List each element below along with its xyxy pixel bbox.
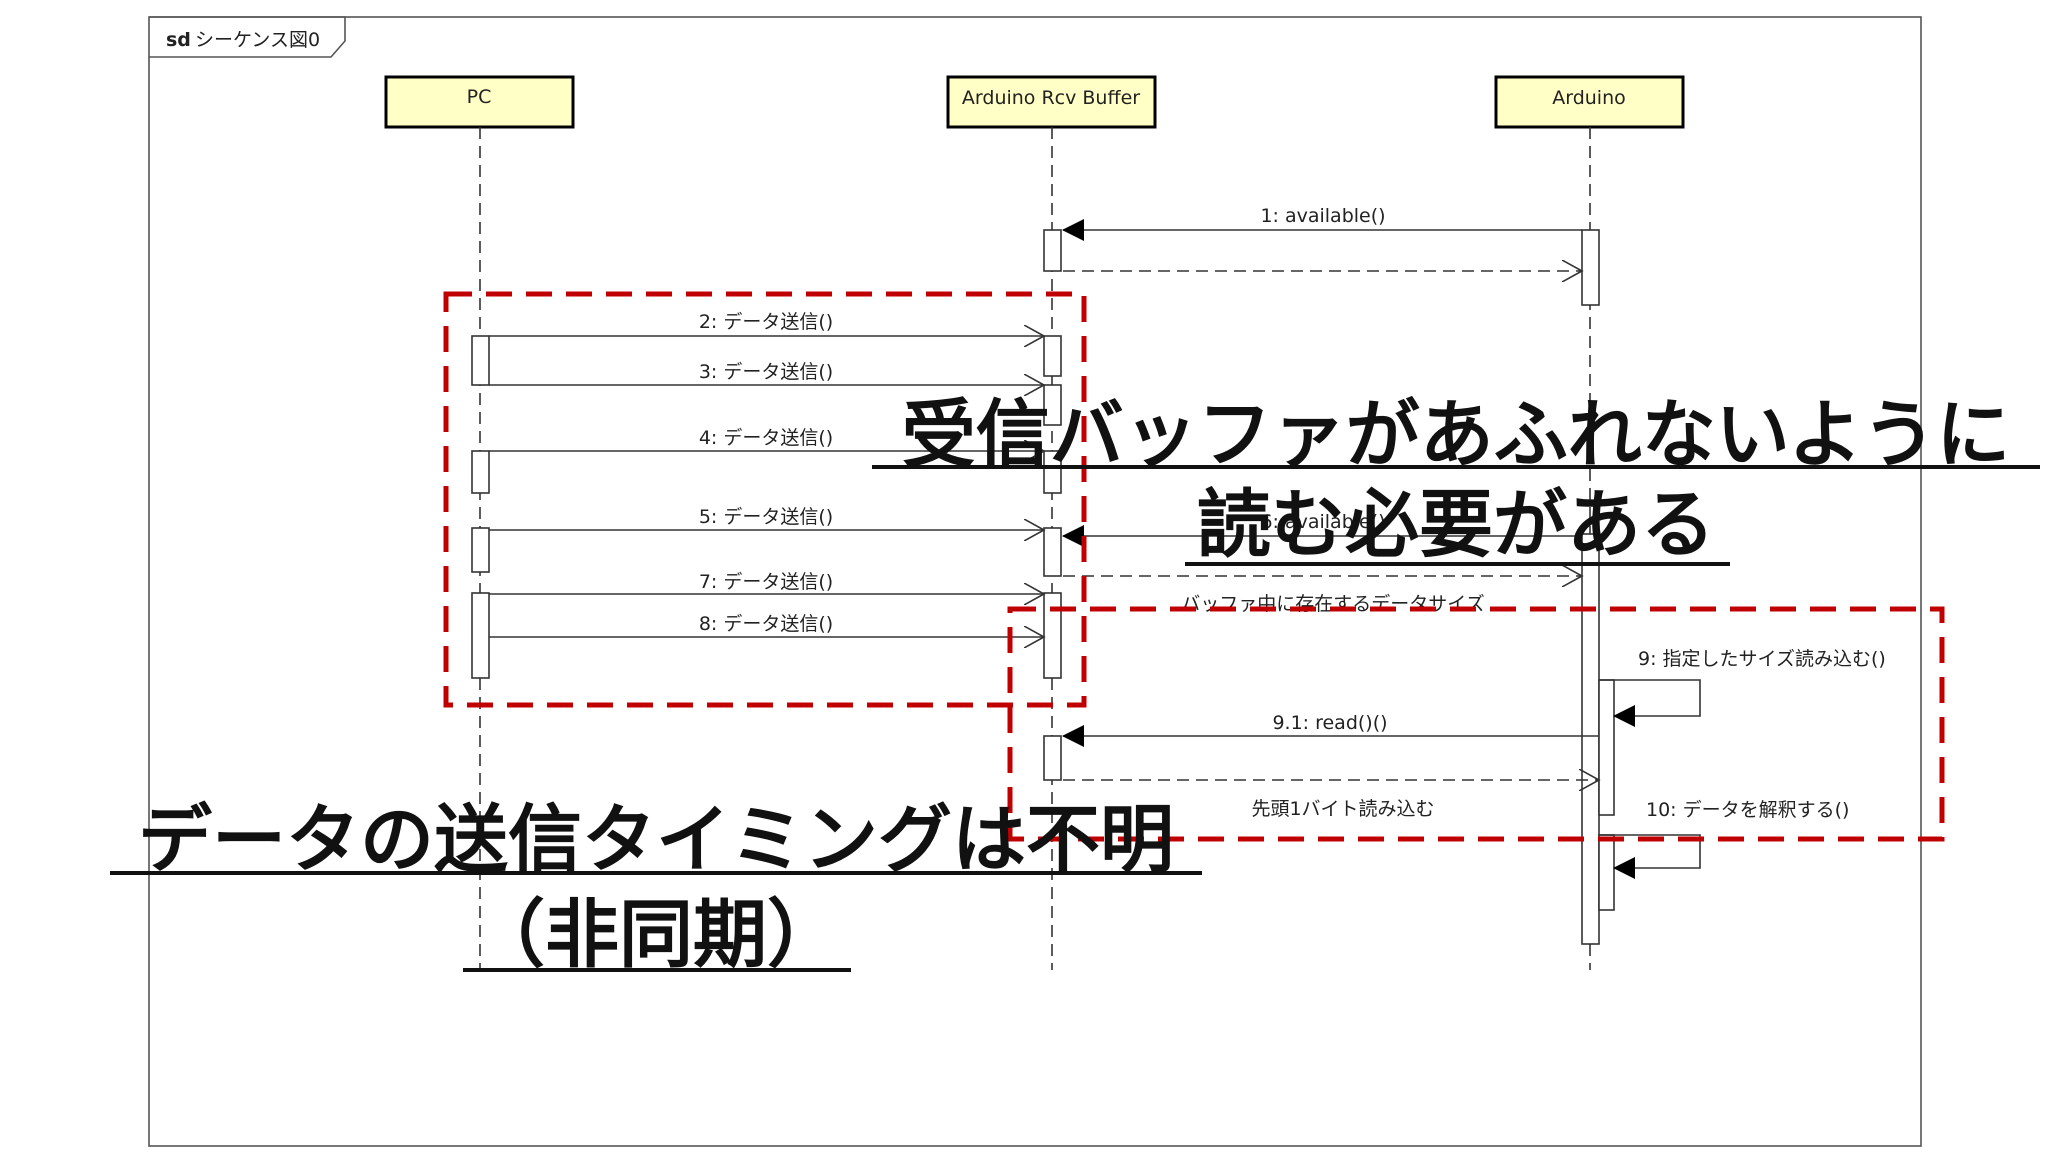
message-label: 8: データ送信()	[699, 613, 833, 635]
buffer-note-line2: 読む必要がある	[1197, 482, 1715, 568]
lifeline-buffer[interactable]: Arduino Rcv Buffer	[946, 75, 1157, 129]
message-label: 1: available()	[1260, 205, 1385, 227]
activation-bar	[471, 450, 490, 494]
message-label: バッファ中に存在するデータサイズ	[1181, 593, 1484, 615]
diagram-frame	[148, 16, 1922, 1147]
frame-tag: sd	[166, 29, 191, 51]
activation-bar	[1581, 533, 1600, 945]
activation-bar	[471, 527, 490, 573]
activation-bar	[1598, 679, 1615, 816]
timing-note-line2: （非同期）	[471, 892, 841, 978]
lifeline-pc-label: PC	[467, 86, 492, 108]
message-label: 7: データ送信()	[699, 571, 833, 593]
frame-title: シーケンス図0	[195, 29, 320, 51]
highlight-box-pc-sends	[443, 291, 1087, 708]
activation-bar	[471, 592, 490, 679]
activation-bar	[1043, 229, 1062, 272]
activation-bar	[471, 335, 490, 386]
lifeline-pc[interactable]: PC	[384, 75, 575, 129]
lifeline-buffer-label: Arduino Rcv Buffer	[962, 87, 1140, 109]
message-label: 6: available()	[1260, 511, 1385, 533]
message-label: 先頭1バイト読み込む	[1251, 798, 1434, 820]
message-label: 9.1: read()()	[1272, 712, 1387, 734]
message-arrow	[1599, 679, 1701, 727]
buffer-note-line1: 受信バッファがあふれないように	[902, 392, 2011, 478]
lifeline-arduino-label: Arduino	[1552, 87, 1626, 109]
message-arrow	[1599, 834, 1701, 879]
activation-bar	[1043, 450, 1062, 494]
message-label: 4: データ送信()	[699, 427, 833, 449]
activation-bar	[1043, 735, 1062, 781]
message-label: 9: 指定したサイズ読み込む()	[1638, 648, 1886, 670]
activation-bar	[1043, 527, 1062, 577]
frame-tab	[149, 16, 346, 58]
highlight-box-arduino-read	[1007, 606, 1945, 842]
activation-bar	[1598, 834, 1615, 911]
activation-bar	[1043, 335, 1062, 377]
activation-bar	[1043, 592, 1062, 679]
message-label: 3: データ送信()	[699, 361, 833, 383]
activation-bar	[1581, 229, 1600, 306]
activation-bar	[1043, 384, 1062, 426]
timing-note-line1: データの送信タイミングは不明	[138, 797, 1174, 883]
message-label: 5: データ送信()	[699, 506, 833, 528]
lifeline-arduino[interactable]: Arduino	[1494, 75, 1685, 129]
message-label: 10: データを解釈する()	[1646, 799, 1849, 821]
message-label: 2: データ送信()	[699, 311, 833, 333]
